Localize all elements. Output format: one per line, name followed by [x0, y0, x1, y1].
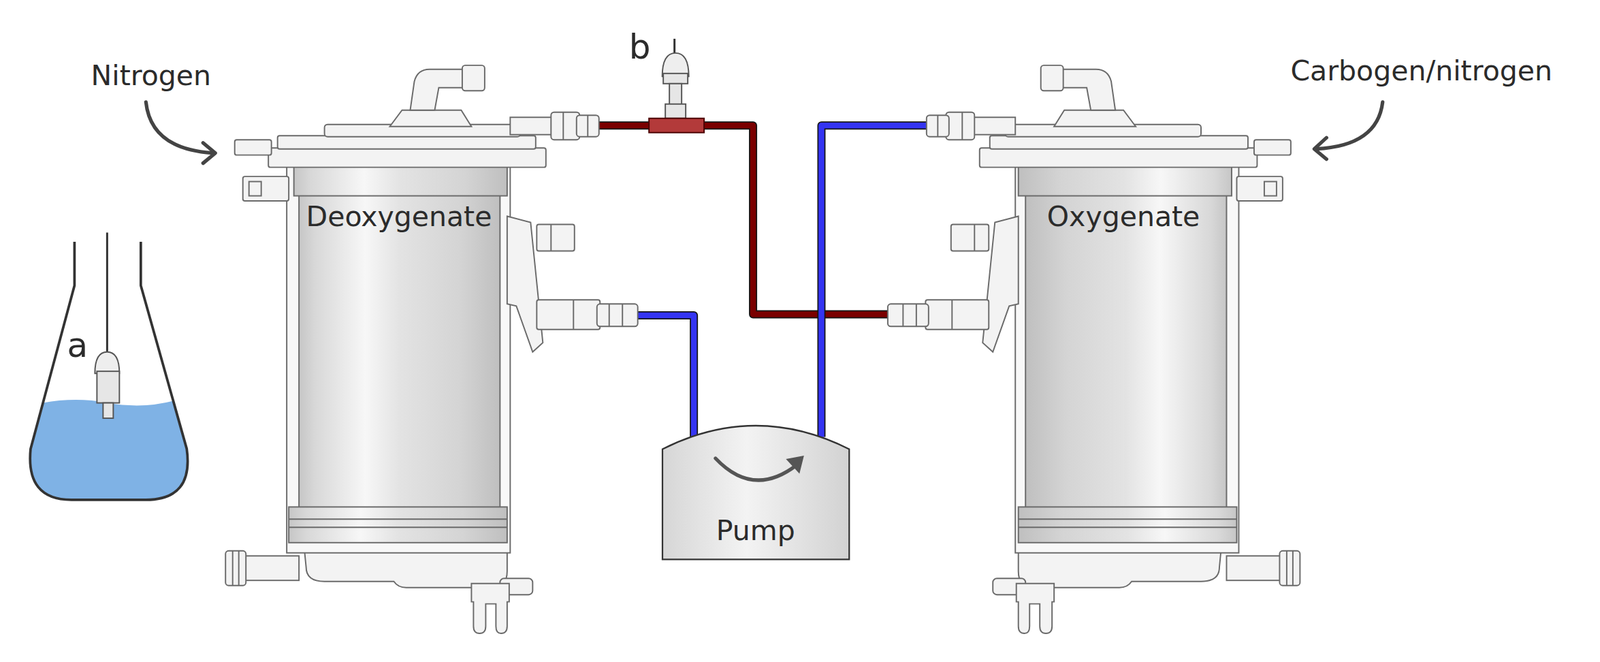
- probe-wire: [106, 232, 109, 354]
- tubing: [540, 125, 985, 314]
- callout-letter: b: [629, 29, 651, 66]
- sensor-joint: [665, 104, 686, 119]
- tube: [821, 125, 985, 437]
- carbogen-arrow: [1316, 102, 1383, 150]
- rotation-arrow: [715, 458, 796, 480]
- pump-node: Pump: [662, 436, 850, 559]
- flask-outline: [29, 241, 188, 500]
- tube-outline: [821, 125, 985, 437]
- t-connector: [648, 118, 704, 133]
- tube: [540, 315, 694, 437]
- nitrogen-arrowhead: [202, 142, 216, 164]
- probe-body: [96, 371, 120, 403]
- gas-label: Nitrogen: [91, 61, 212, 92]
- callout-letter: a: [67, 326, 89, 363]
- node-label: Deoxygenate: [306, 200, 493, 234]
- pump-housing: [662, 425, 850, 559]
- rotation-arrowhead: [787, 456, 804, 473]
- node-label: Oxygenate: [1047, 200, 1200, 234]
- deoxygenation-canister: [225, 65, 638, 634]
- flask-water: [29, 399, 188, 500]
- tubing: [821, 125, 985, 437]
- tube-outline: [540, 315, 694, 437]
- probe-head: [94, 352, 120, 374]
- gas-label: Carbogen/nitrogen: [1290, 56, 1553, 86]
- carbogen-arrowhead: [1314, 137, 1327, 159]
- node-label: Pump: [716, 514, 796, 548]
- tube-outline: [540, 125, 985, 314]
- tube: [540, 125, 985, 314]
- tubing: [540, 315, 694, 437]
- gas-arrows: [145, 102, 1383, 164]
- canister-node: Oxygenate: [984, 117, 1259, 556]
- flask: [29, 232, 188, 500]
- canister-node: Deoxygenate: [267, 117, 542, 556]
- sensor-collar: [663, 73, 688, 84]
- oxygen-sensor: [648, 38, 704, 133]
- sensor-stem: [669, 83, 682, 107]
- probe-tip: [102, 403, 114, 419]
- nitrogen-arrow: [145, 102, 212, 154]
- oxygenation-canister: [887, 65, 1300, 634]
